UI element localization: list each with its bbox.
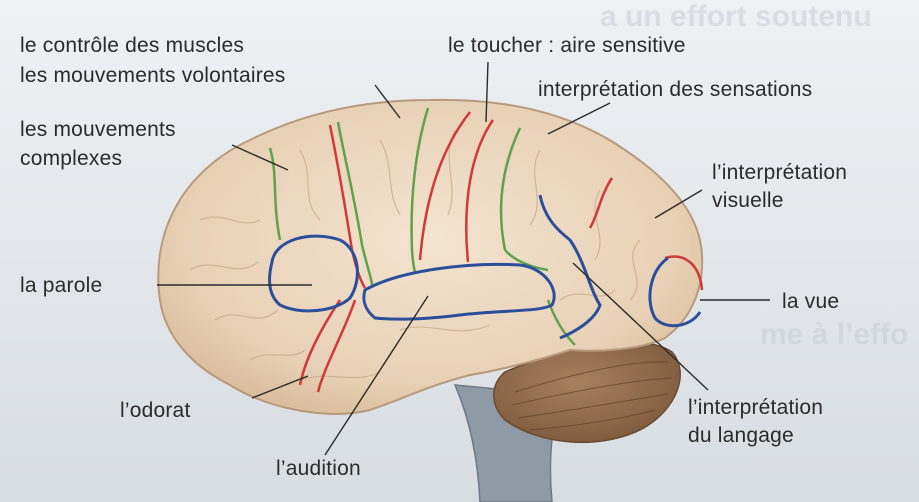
label-speech: la parole	[20, 273, 102, 299]
label-language-line1: l’interprétation	[688, 395, 823, 421]
label-complex-line2: complexes	[20, 146, 122, 172]
label-touch: le toucher : aire sensitive	[448, 33, 686, 59]
label-muscles-line1: le contrôle des muscles	[20, 33, 244, 59]
label-language-line2: du langage	[688, 423, 794, 449]
label-vision: la vue	[782, 289, 839, 315]
label-smell: l’odorat	[120, 398, 190, 424]
label-sensations: interprétation des sensations	[538, 77, 812, 103]
label-visual-line1: l’interprétation	[712, 160, 847, 186]
label-visual-line2: visuelle	[712, 188, 784, 214]
label-hearing: l’audition	[276, 456, 361, 482]
label-muscles-line2: les mouvements volontaires	[20, 63, 286, 89]
label-complex-line1: les mouvements	[20, 117, 176, 143]
